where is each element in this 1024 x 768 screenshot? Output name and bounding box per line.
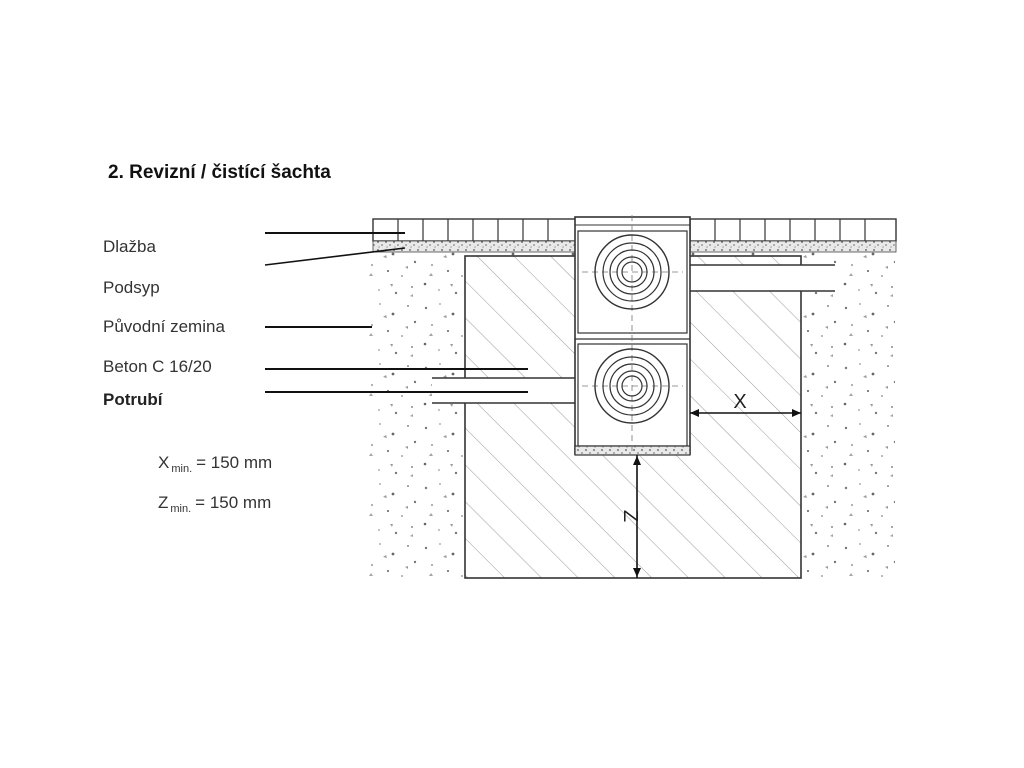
label-beton: Beton C 16/20 <box>103 357 212 376</box>
z-dimension: Z <box>619 455 641 578</box>
label-puvodni-zemina: Původní zemina <box>103 317 225 336</box>
x-dimension: X <box>690 391 801 417</box>
dimension-z-value: = 150 mm <box>195 493 272 512</box>
diagram-title: 2. Revizní / čistící šachta <box>108 162 331 183</box>
label-dlazba: Dlažba <box>103 237 156 256</box>
lower-pipe-rings <box>594 348 670 424</box>
dimension-z-var: Z <box>158 493 169 512</box>
left-pipe <box>432 377 578 404</box>
leader-lines <box>264 232 528 393</box>
paving-tiles <box>372 218 897 242</box>
z-dimension-mark: Z <box>619 510 641 522</box>
label-potrubi: Potrubí <box>103 390 163 409</box>
dimension-z-sub: min. <box>170 503 192 515</box>
label-podsyp: Podsyp <box>103 278 160 297</box>
inspection-shaft <box>574 215 691 456</box>
dimension-x-value: = 150 mm <box>196 453 273 472</box>
right-pipe <box>690 264 835 292</box>
upper-pipe-rings <box>594 234 670 310</box>
dimension-x-sub: min. <box>171 463 193 475</box>
x-dimension-mark: X <box>733 391 746 413</box>
dimension-x-var: X <box>158 453 170 472</box>
leader-podsyp <box>264 247 406 266</box>
